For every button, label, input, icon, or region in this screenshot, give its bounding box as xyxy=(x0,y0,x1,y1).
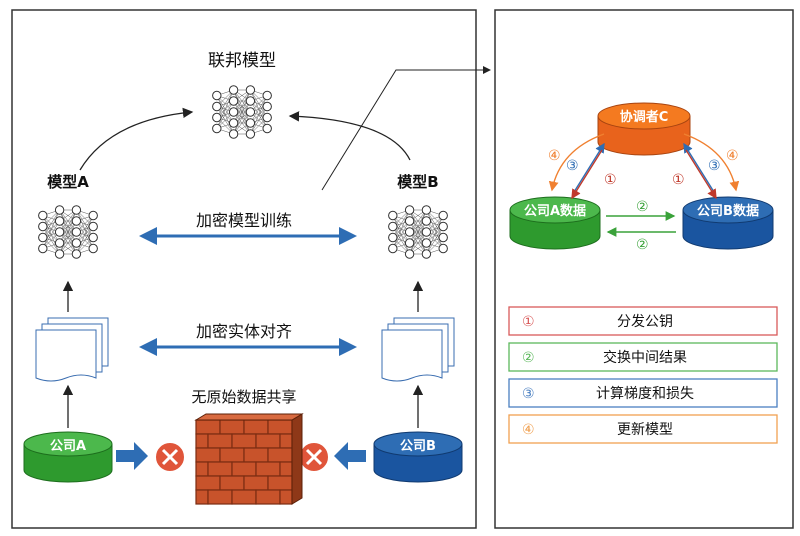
blocked-cross-icon-left xyxy=(154,441,186,473)
coordinator-database-icon xyxy=(597,102,691,156)
step3-arrow-a-to-c xyxy=(573,142,605,193)
step4-arrow-to-a xyxy=(548,133,605,192)
step4-arrow-to-b xyxy=(683,133,740,192)
legend-step2-text: 交换中间结果 xyxy=(603,349,687,366)
legend-step4-text: 更新模型 xyxy=(617,422,673,438)
step1-mark-right: ① xyxy=(672,172,685,188)
panel-connector-arrow xyxy=(321,66,491,191)
legend-box-step3 xyxy=(508,378,778,408)
step1-arrow-c-to-b xyxy=(685,149,717,200)
company-a-data-label: 公司A数据 xyxy=(524,203,586,219)
company-a-block-arrow xyxy=(116,442,148,470)
step2-mark-top: ② xyxy=(636,199,649,215)
step1-arrow-c-to-a xyxy=(571,149,603,200)
company-b-data-database-icon xyxy=(682,196,774,250)
federated-model-label: 联邦模型 xyxy=(208,51,276,71)
encrypted-alignment-label: 加密实体对齐 xyxy=(196,322,292,341)
company-b-documents-icon xyxy=(381,317,455,382)
blocked-cross-icon-right xyxy=(298,441,330,473)
legend-step4-number: ④ xyxy=(522,422,535,438)
model-b-network-icon xyxy=(388,205,448,259)
no-raw-data-label: 无原始数据共享 xyxy=(191,388,296,406)
right-panel xyxy=(494,9,794,529)
model-a-network-icon xyxy=(38,205,98,259)
legend-box-step1 xyxy=(508,306,778,336)
legend-step3-text: 计算梯度和损失 xyxy=(596,386,694,402)
step4-mark-right: ④ xyxy=(726,148,739,164)
step-legend: ① 分发公钥 ② 交换中间结果 ③ 计算梯度和损失 ④ 更新模型 xyxy=(508,306,778,444)
company-a-database-icon xyxy=(23,431,113,483)
company-b-label: 公司B xyxy=(400,439,436,454)
legend-box-step2 xyxy=(508,342,778,372)
company-b-database-icon xyxy=(373,431,463,483)
model-a-to-federated-arrow xyxy=(79,107,194,171)
step3-arrow-b-to-c xyxy=(683,142,715,193)
legend-step3-number: ③ xyxy=(522,386,535,402)
company-a-data-database-icon xyxy=(509,196,601,250)
step2-mark-bottom: ② xyxy=(636,237,649,253)
firewall-brick-wall-icon xyxy=(194,413,304,505)
model-a-label: 模型A xyxy=(47,173,89,191)
step3-mark-right: ③ xyxy=(708,158,721,174)
step4-mark-left: ④ xyxy=(548,148,561,164)
model-b-to-federated-arrow xyxy=(288,111,411,161)
legend-box-step4 xyxy=(508,414,778,444)
legend-step1-number: ① xyxy=(522,314,535,330)
company-a-documents-icon xyxy=(35,317,109,382)
company-a-label: 公司A xyxy=(50,439,86,454)
company-b-block-arrow xyxy=(334,442,366,470)
model-b-label: 模型B xyxy=(397,173,438,191)
company-b-data-label: 公司B数据 xyxy=(697,203,759,219)
encrypted-training-label: 加密模型训练 xyxy=(196,211,292,230)
legend-step2-number: ② xyxy=(522,350,535,366)
step1-mark-left: ① xyxy=(604,172,617,188)
coordinator-label: 协调者C xyxy=(620,109,669,125)
federated-model-network-icon xyxy=(212,85,272,139)
step3-mark-left: ③ xyxy=(566,158,579,174)
legend-step1-text: 分发公钥 xyxy=(617,314,673,330)
